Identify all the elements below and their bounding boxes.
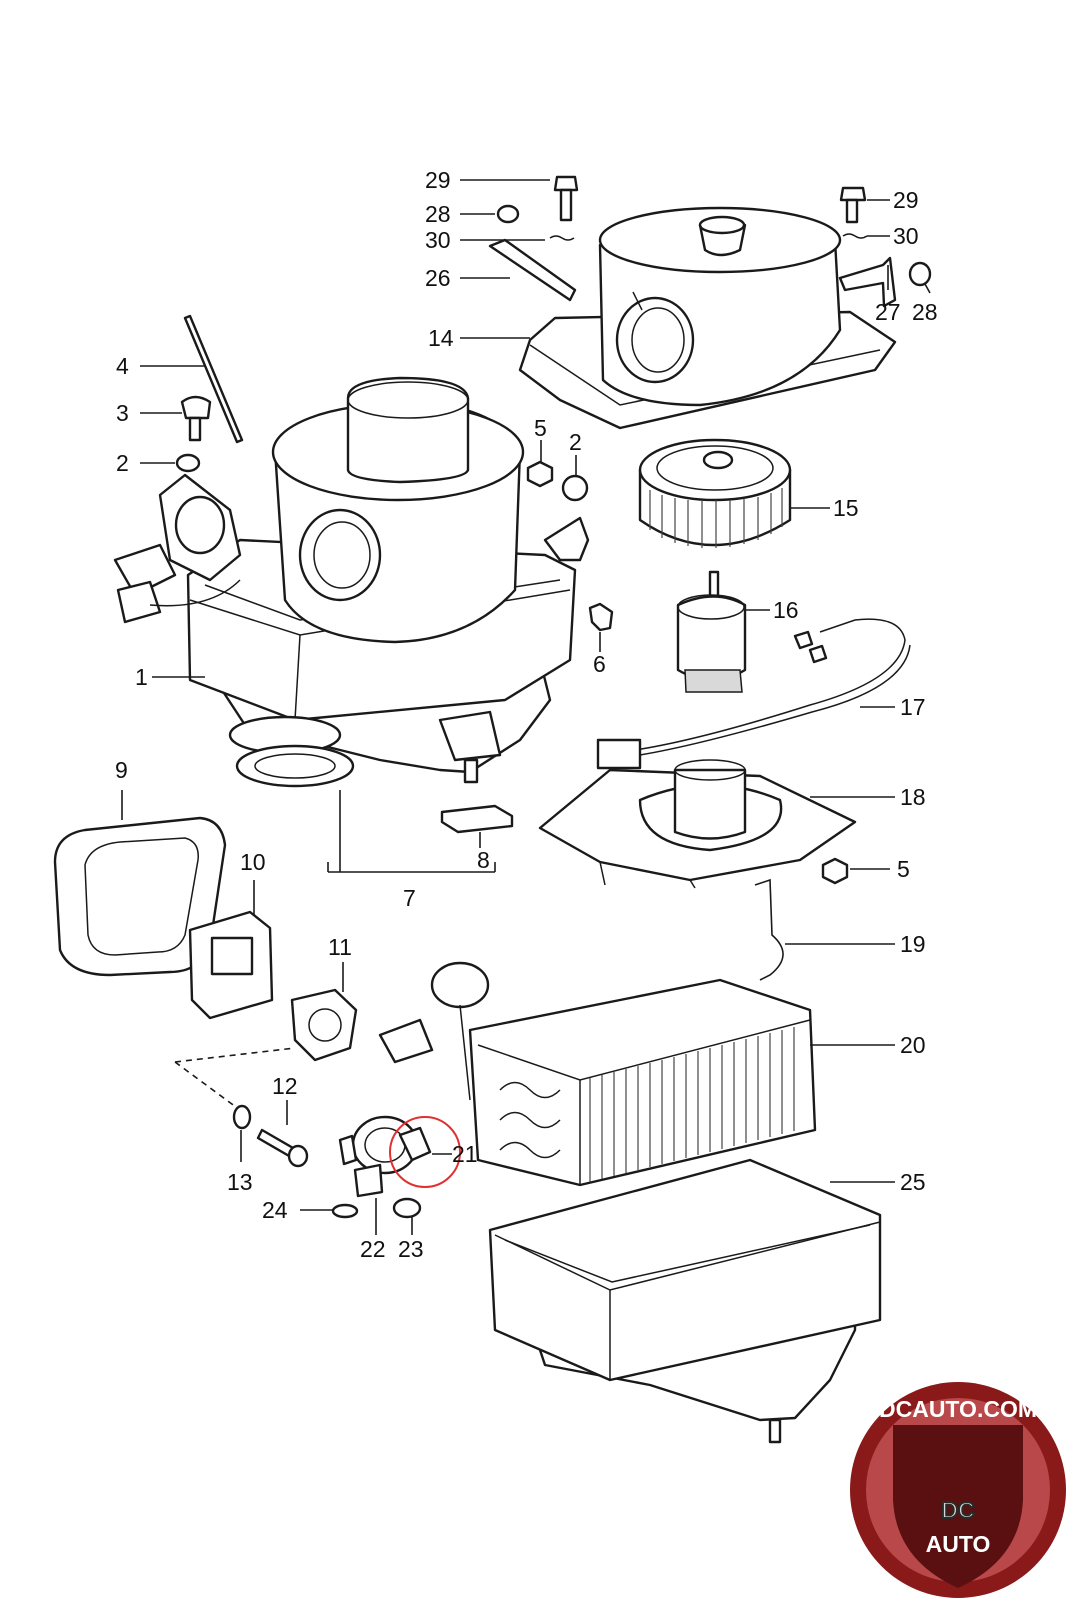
part-2-washer-right xyxy=(561,474,589,502)
callout-29: 29 xyxy=(425,167,451,193)
callout-29: 29 xyxy=(893,187,919,213)
callout-26: 26 xyxy=(425,265,451,291)
callout-18: 18 xyxy=(900,784,926,810)
part-24-washer xyxy=(331,1203,359,1219)
part-12-screw xyxy=(256,1128,309,1168)
callout-16: 16 xyxy=(773,597,799,623)
callout-25: 25 xyxy=(900,1169,926,1195)
callout-24: 24 xyxy=(262,1197,288,1223)
part-7-gasket-kit xyxy=(235,744,514,834)
callout-2: 2 xyxy=(116,450,129,476)
callout-11: 11 xyxy=(328,934,352,960)
callout-1: 1 xyxy=(135,664,148,690)
callout-3: 3 xyxy=(116,400,129,426)
part-3-bolt xyxy=(180,395,212,442)
part-6-clip xyxy=(588,602,614,632)
part-5-nut-bottom xyxy=(821,857,849,885)
callout-labels: 29 28 30 26 29 30 27 28 14 4 3 2 5 2 15 … xyxy=(115,167,938,1262)
part-17-wiring-harness xyxy=(596,618,911,770)
callout-9: 9 xyxy=(115,757,128,783)
callout-20: 20 xyxy=(900,1032,926,1058)
part-10-bracket xyxy=(188,910,274,1020)
callout-30: 30 xyxy=(893,223,919,249)
part-15-blower-wheel xyxy=(638,438,792,548)
part-14-upper-blower-housing xyxy=(518,206,897,430)
part-13-washer xyxy=(232,1104,252,1130)
callout-12: 12 xyxy=(272,1073,298,1099)
dcauto-logo: DCAUTO.COM DC AUTO xyxy=(850,1382,1066,1598)
part-25-lower-tray xyxy=(488,1158,882,1444)
part-19-clip xyxy=(754,878,784,981)
callout-5: 5 xyxy=(897,856,910,882)
callout-22: 22 xyxy=(360,1236,386,1262)
callout-2: 2 xyxy=(569,429,582,455)
callout-17: 17 xyxy=(900,694,926,720)
part-5-nut-top xyxy=(526,460,554,488)
logo-top-text: DCAUTO.COM xyxy=(879,1396,1037,1422)
part-21-fitting xyxy=(398,1126,432,1162)
callout-5: 5 xyxy=(534,415,547,441)
part-21-highlight-circle xyxy=(389,1116,461,1188)
callout-28: 28 xyxy=(912,299,938,325)
part-20-evaporator xyxy=(378,961,817,1187)
callout-21: 21 xyxy=(452,1141,478,1167)
hardware-top-fasteners xyxy=(488,175,932,308)
logo-monogram: DC xyxy=(941,1497,974,1523)
callout-28: 28 xyxy=(425,201,451,227)
part-22-expansion-valve xyxy=(338,1115,419,1198)
logo-shield xyxy=(893,1425,1023,1588)
logo-bottom-text: AUTO xyxy=(926,1531,991,1557)
callout-8: 8 xyxy=(477,847,490,873)
callout-30: 30 xyxy=(425,227,451,253)
part-1-blower-assembly xyxy=(113,376,590,784)
callout-23: 23 xyxy=(398,1236,424,1262)
callout-4: 4 xyxy=(116,353,129,379)
part-16-motor xyxy=(676,570,747,693)
part-2-washer-left xyxy=(175,453,201,473)
callout-27: 27 xyxy=(875,299,901,325)
callout-19: 19 xyxy=(900,931,926,957)
part-11-connector xyxy=(290,988,358,1062)
part-4-rod xyxy=(183,314,244,444)
callout-10: 10 xyxy=(240,849,266,875)
callout-13: 13 xyxy=(227,1169,253,1195)
callout-leaders xyxy=(121,179,931,1235)
part-23-washer xyxy=(392,1197,422,1219)
callout-7: 7 xyxy=(403,885,416,911)
callout-14: 14 xyxy=(428,325,454,351)
part-18-mounting-plate xyxy=(538,759,857,889)
leader-dashed-13 xyxy=(174,1047,296,1111)
callout-6: 6 xyxy=(593,651,606,677)
callout-15: 15 xyxy=(833,495,859,521)
